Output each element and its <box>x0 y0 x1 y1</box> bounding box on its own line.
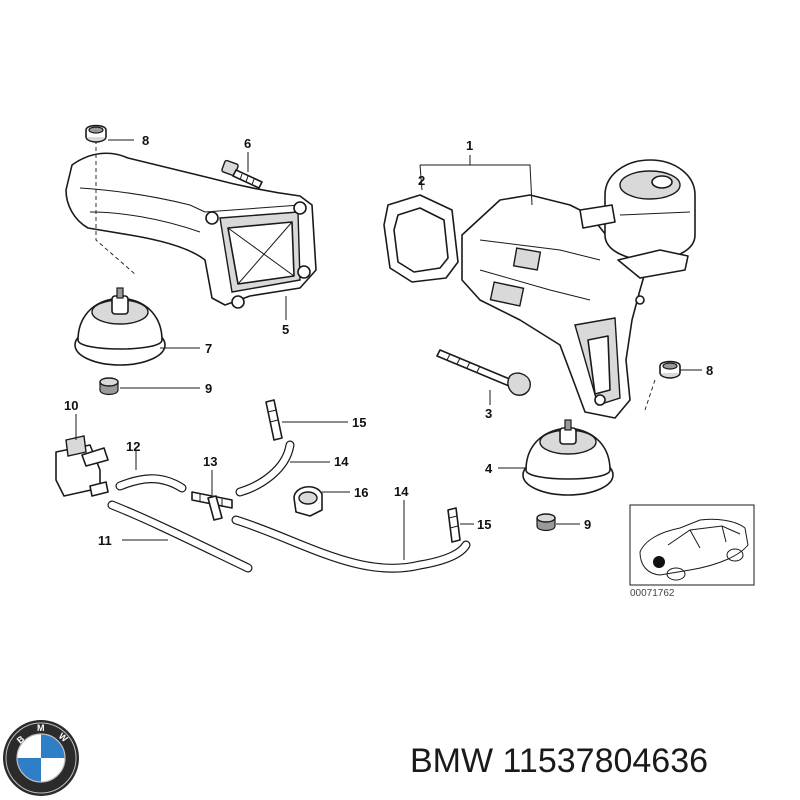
bmw-logo: B M W <box>3 720 79 796</box>
callout-15-lower: 15 <box>477 517 491 532</box>
callout-3: 3 <box>485 406 492 421</box>
engine-support-bracket <box>65 140 317 309</box>
callout-14-lower: 14 <box>394 484 409 499</box>
nut-8-left <box>85 124 107 143</box>
callouts: 8 6 5 7 9 1 2 3 8 4 9 10 11 12 13 14 14 … <box>64 133 713 548</box>
callout-14-upper: 14 <box>334 454 349 469</box>
nut-9-left <box>99 377 119 396</box>
hose-12 <box>115 474 187 493</box>
leader-lines <box>75 139 702 560</box>
callout-4: 4 <box>485 461 493 476</box>
part-number: 11537804636 <box>502 742 709 780</box>
nipple-15-upper <box>265 399 283 441</box>
callout-13: 13 <box>203 454 217 469</box>
hose-14-upper <box>235 440 295 497</box>
car-locator-inset: 00071762 <box>629 504 755 599</box>
hose-11 <box>107 500 253 573</box>
callout-8-right: 8 <box>706 363 713 378</box>
callout-16: 16 <box>354 485 368 500</box>
engine-bracket-assembly <box>383 159 696 419</box>
callout-5: 5 <box>282 322 289 337</box>
clip-16 <box>293 486 323 517</box>
engine-mount-7 <box>74 287 166 366</box>
callout-7: 7 <box>205 341 212 356</box>
callout-6: 6 <box>244 136 251 151</box>
callout-9-right: 9 <box>584 517 591 532</box>
callout-10: 10 <box>64 398 78 413</box>
callout-8-left: 8 <box>142 133 149 148</box>
svg-text:B: B <box>15 733 27 745</box>
callout-11: 11 <box>98 533 112 548</box>
location-marker <box>653 556 665 568</box>
brand-name: BMW <box>410 742 494 780</box>
callout-2: 2 <box>418 173 425 188</box>
reference-number: 00071762 <box>630 588 675 599</box>
svg-text:M: M <box>37 723 45 733</box>
callout-9-left: 9 <box>205 381 212 396</box>
engine-mount-4 <box>522 419 614 496</box>
connector-13 <box>191 491 233 521</box>
bolt-3 <box>436 349 531 396</box>
nipple-15-lower <box>447 507 461 543</box>
brand-part-number: BMW 11537804636 <box>410 742 708 781</box>
bolt-6 <box>221 159 263 189</box>
nut-9-right <box>536 513 556 532</box>
callout-12: 12 <box>126 439 140 454</box>
hose-14-lower <box>231 515 471 573</box>
nut-8-right <box>659 360 681 379</box>
callout-15-upper: 15 <box>352 415 366 430</box>
solenoid-valve-10 <box>55 435 109 497</box>
callout-1: 1 <box>466 138 473 153</box>
